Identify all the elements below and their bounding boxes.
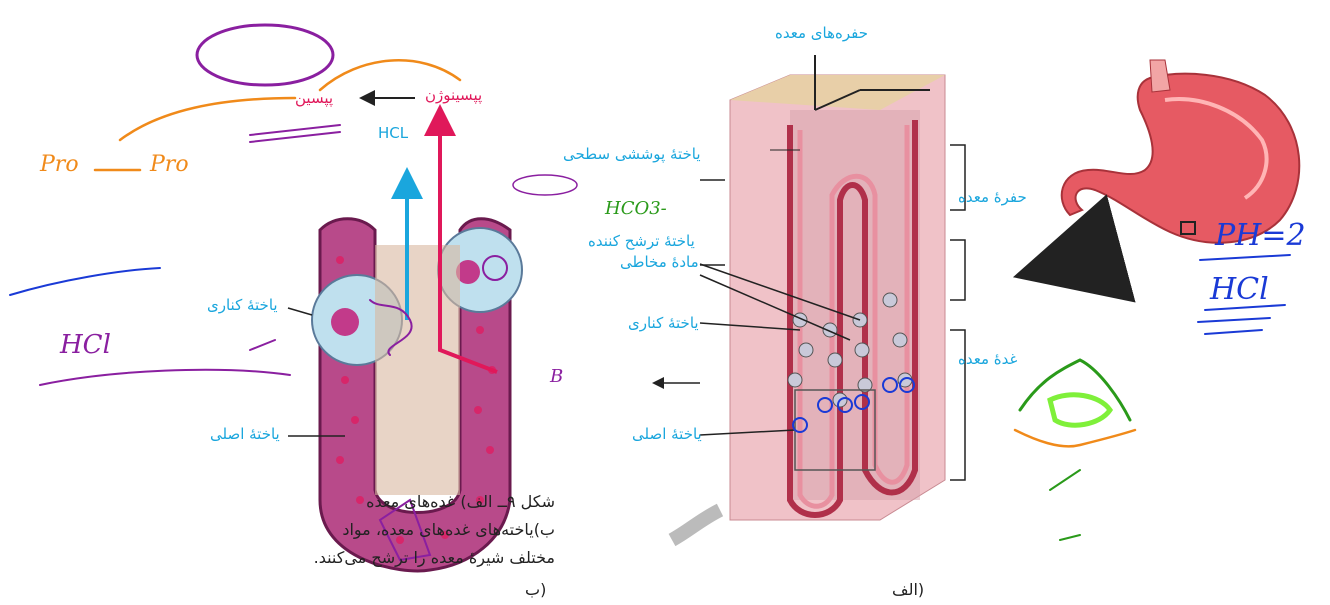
surface-cell-label: یاختۀ پوششی سطحی bbox=[563, 145, 701, 163]
stomach-illustration bbox=[1062, 60, 1300, 243]
stomach-pits-label: حفره‌های معده bbox=[775, 24, 868, 42]
panel-label-b: ب) bbox=[525, 580, 546, 599]
zoom-arrow-right bbox=[1040, 258, 1120, 270]
caption-line-1: شکل ۹ــ الف) غده‌های معده bbox=[285, 488, 555, 516]
caption-line-2: ب)یاخته‌های غده‌های معده، مواد bbox=[285, 516, 555, 544]
gastric-pit-label: حفرۀ معده bbox=[958, 188, 1027, 206]
hcl-note-left: HCl bbox=[60, 330, 111, 360]
hco3-note: HCO3- bbox=[605, 198, 667, 219]
mucus-substance-label: مادۀ مخاطی bbox=[620, 253, 699, 271]
vitamin-b-note: B bbox=[550, 366, 563, 387]
pepsinogen-label: پپسینوژن bbox=[425, 86, 482, 104]
mucus-cell-label: یاختۀ ترشح کننده bbox=[588, 232, 695, 250]
pro-note-2: Pro bbox=[150, 152, 189, 177]
figure-caption: شکل ۹ــ الف) غده‌های معده ب)یاخته‌های غد… bbox=[285, 488, 555, 572]
chief-cell-mid-label: یاختۀ اصلی bbox=[632, 425, 702, 443]
gastric-gland-label: غدۀ معده bbox=[958, 350, 1017, 368]
zoom-arrow-left bbox=[672, 510, 720, 540]
chief-cell-left-label: یاختۀ اصلی bbox=[210, 425, 280, 443]
pro-note-1: Pro bbox=[40, 152, 79, 177]
panel-label-a: الف) bbox=[892, 580, 924, 599]
ph-note: PH=2 bbox=[1215, 218, 1306, 253]
hcl-note-right: HCl bbox=[1210, 272, 1269, 307]
pepsin-label: پپسین bbox=[295, 89, 333, 107]
parietal-cell-mid-label: یاختۀ کناری bbox=[628, 314, 699, 332]
annotation-strokes bbox=[10, 25, 1290, 560]
parietal-cell-left-label: یاختۀ کناری bbox=[207, 296, 278, 314]
hcl-label: HCL bbox=[378, 124, 408, 142]
caption-line-3: مختلف شیرۀ معده را ترشح می‌کنند. bbox=[285, 544, 555, 572]
